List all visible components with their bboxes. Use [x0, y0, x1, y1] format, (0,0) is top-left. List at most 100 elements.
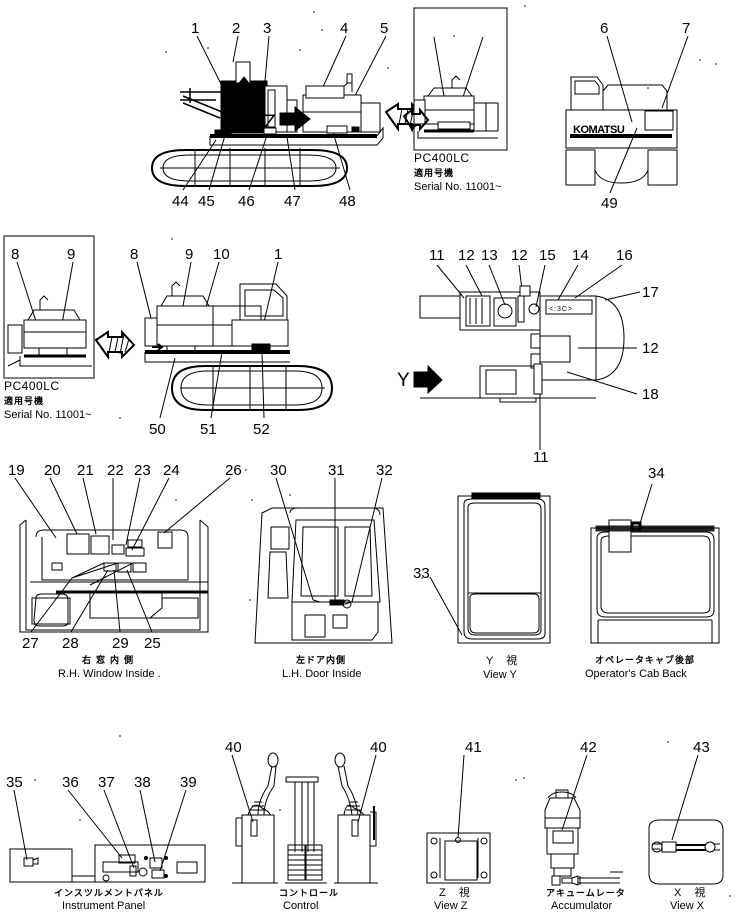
- rh-part-22: [111, 544, 125, 555]
- z-direction-arrow-icon: [279, 105, 311, 133]
- cab-back-part-34: [608, 519, 632, 553]
- inset-model-top: PC400LC: [414, 151, 470, 165]
- callout-25: 25: [144, 635, 161, 652]
- decal-44: [214, 129, 232, 135]
- machine-side-view-2-group: [136, 261, 334, 419]
- callout-8b: 8: [130, 246, 138, 263]
- callout-38: 38: [134, 774, 151, 791]
- accumulator-decal-42: [552, 830, 574, 844]
- decal-48: [326, 125, 348, 134]
- callout-15: 15: [539, 247, 556, 264]
- callout-9a: 9: [67, 246, 75, 263]
- view-x-caption-jp: X 視: [674, 885, 710, 899]
- callout-40a: 40: [225, 739, 242, 756]
- view-z-leader: [457, 754, 465, 839]
- callout-32: 32: [376, 462, 393, 479]
- callout-labels-row1-top: 1 2 3 4 5: [191, 20, 388, 37]
- instrument-caption-jp: インスツルメントパネル: [54, 887, 164, 899]
- inset-box-top: [402, 7, 508, 151]
- operators-cab-back-group: [590, 483, 720, 644]
- callout-1b: 1: [274, 246, 282, 263]
- inset-decal-top: [437, 121, 471, 130]
- callout-22: 22: [107, 462, 124, 479]
- callout-19: 19: [8, 462, 25, 479]
- front-track-right: [647, 149, 678, 186]
- inset-serial-jp-mid: 適用号機: [4, 395, 44, 407]
- control-caption-jp: コントロール: [279, 888, 339, 899]
- front-hood: [602, 84, 668, 111]
- rh-leaders-top: [14, 477, 231, 551]
- callout-7: 7: [682, 20, 690, 37]
- rh-part-19: [51, 562, 63, 571]
- view-z-caption-en: View Z: [434, 900, 468, 912]
- callout-1: 1: [191, 20, 199, 37]
- rh-window-caption-jp: 右窓内側: [81, 654, 138, 666]
- callout-47: 47: [284, 193, 301, 210]
- cab-back-caption-jp: オペレータキャブ後部: [595, 654, 695, 666]
- view-z-caption-jp: Z 視: [439, 885, 475, 899]
- svg-text:<:3C>: <:3C>: [549, 306, 573, 313]
- control-caption-en: Control: [283, 900, 318, 912]
- decal-46: [263, 127, 277, 135]
- side2-machine: [144, 281, 334, 411]
- callout-11a: 11: [429, 247, 445, 264]
- callout-36: 36: [62, 774, 79, 791]
- view-y-panel-group: [429, 492, 551, 644]
- callout-9b: 9: [185, 246, 193, 263]
- view-x-leader: [671, 754, 699, 841]
- callout-28: 28: [62, 635, 79, 652]
- rh-part-23: [127, 539, 143, 548]
- cab-back-drawing: [590, 519, 720, 644]
- decal-5: [351, 126, 360, 132]
- view-x-panel-group: [648, 754, 724, 885]
- instrument-panel-group: [9, 789, 206, 883]
- x-direction-arrow-icon: [230, 76, 258, 106]
- brand-text-komatsu: KOMATSU: [573, 124, 625, 136]
- lh-door-caption-jp: 左ドア内側: [295, 654, 346, 666]
- inset-border-top: [413, 7, 508, 151]
- view-x-drawing: [648, 819, 724, 885]
- frame-body: [209, 126, 384, 146]
- callout-42: 42: [580, 739, 597, 756]
- callout-26: 26: [225, 462, 242, 479]
- inset-machine-top: [413, 75, 499, 139]
- boom-arm: [180, 88, 223, 119]
- instr-leaders: [13, 789, 187, 872]
- callout-45: 45: [198, 193, 215, 210]
- callout-16: 16: [616, 247, 633, 264]
- callout-52: 52: [253, 421, 270, 438]
- rh-part-20: [66, 533, 90, 555]
- callout-10: 10: [213, 246, 230, 263]
- inset-decal-mid: [38, 347, 68, 356]
- callout-48: 48: [339, 193, 356, 210]
- inset-serial-no-mid: Serial No. 11001~: [4, 409, 92, 421]
- inset-box-mid: [3, 235, 95, 379]
- view-y-caption-en: View Y: [483, 669, 518, 681]
- callout-37: 37: [98, 774, 115, 791]
- callout-27: 27: [22, 635, 39, 652]
- control-leaders: [231, 754, 377, 823]
- callout-4: 4: [340, 20, 348, 37]
- callout-12c: 12: [642, 340, 659, 357]
- view-x-caption-en: View X: [670, 900, 705, 912]
- callout-12a: 12: [458, 247, 475, 264]
- callout-33: 33: [413, 565, 430, 582]
- rh-part-27: [103, 562, 117, 572]
- machine-side-view-group: X Z: [150, 35, 426, 191]
- callout-39: 39: [180, 774, 197, 791]
- rh-window-inside-group: [14, 477, 231, 633]
- rh-window-caption-en: R.H. Window Inside .: [58, 668, 161, 680]
- accumulator-caption-en: Accumulator: [551, 900, 612, 912]
- callout-44: 44: [172, 193, 189, 210]
- callout-21: 21: [77, 462, 94, 479]
- cab-back-caption-en: Operator's Cab Back: [585, 668, 687, 680]
- front-track-left: [565, 149, 596, 186]
- lh-door-caption-en: L.H. Door Inside: [282, 668, 361, 680]
- callout-3: 3: [263, 20, 271, 37]
- callout-11b: 11: [533, 449, 549, 466]
- callout-30: 30: [270, 462, 287, 479]
- instrument-panel-drawing: [9, 844, 206, 883]
- callout-34: 34: [648, 465, 665, 482]
- callout-13: 13: [481, 247, 498, 264]
